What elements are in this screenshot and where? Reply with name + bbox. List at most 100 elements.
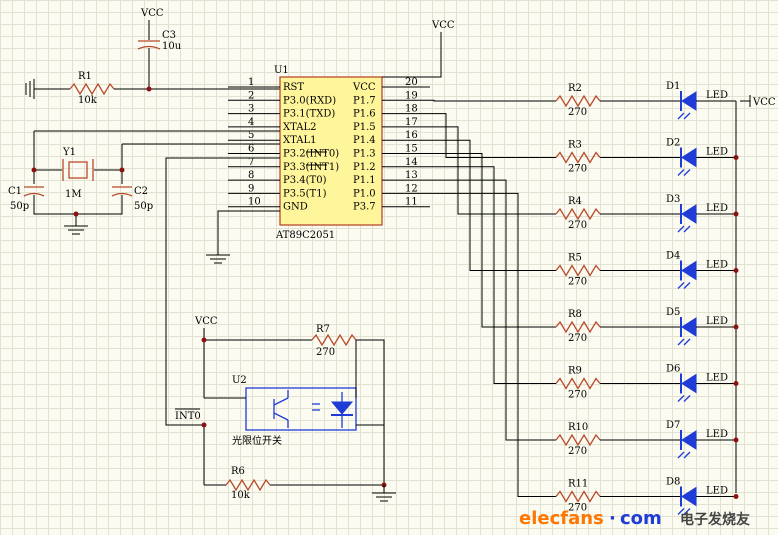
light-arrows-icon <box>312 403 320 411</box>
r1-value: 10k <box>78 95 98 106</box>
pin-number: 18 <box>405 104 418 115</box>
pin-number: 20 <box>405 77 418 88</box>
junction-dot <box>201 422 207 428</box>
pin-number: 2 <box>248 90 254 101</box>
watermark-cn: 电子发烧友 <box>680 511 750 528</box>
resistor-r2 <box>555 94 601 108</box>
junction-dot <box>119 167 125 173</box>
r6-ref: R6 <box>231 466 245 477</box>
pin-number: 15 <box>405 144 418 155</box>
chip-u1-body <box>279 76 383 226</box>
vcc-label-c3: VCC <box>140 8 164 19</box>
light-ray <box>683 508 691 515</box>
pin-name: P3.2(INT0) <box>283 149 339 160</box>
led-ref: D6 <box>666 364 680 375</box>
led-rows: R2270D1LEDR3270D2LEDR4270D3LEDR5270D4LED… <box>430 81 739 515</box>
pin-name: P1.1 <box>353 175 376 186</box>
led-ref: D7 <box>666 420 680 431</box>
pin-number: 12 <box>405 183 418 194</box>
pin-number: 11 <box>405 197 418 208</box>
pin-number: 8 <box>248 170 254 181</box>
pin-name: P1.3 <box>353 149 376 160</box>
light-ray <box>677 112 685 120</box>
light-ray <box>683 395 691 402</box>
junction-dot <box>733 211 739 217</box>
pin-name: P1.6 <box>353 109 376 120</box>
c3-ref: C3 <box>162 30 176 41</box>
led-d7-icon <box>681 430 697 450</box>
pin-number: 19 <box>405 90 418 101</box>
wire-p1 <box>430 153 556 328</box>
pin-name: P3.1(TXD) <box>283 109 335 120</box>
led-label: LED <box>706 316 728 327</box>
watermark-com: com <box>620 508 662 529</box>
junction-dot <box>733 268 739 273</box>
resistor-ref: R9 <box>568 366 582 377</box>
r7-value: 270 <box>316 347 335 358</box>
y1-ref: Y1 <box>62 147 76 158</box>
vcc-label-chip: VCC <box>431 20 455 31</box>
junction-dot <box>73 211 79 217</box>
pin-number: 16 <box>405 130 418 141</box>
light-ray <box>677 169 685 176</box>
resistor-r9 <box>555 377 601 390</box>
y1-value: 1M <box>65 189 82 200</box>
r7-ref: R7 <box>316 324 330 335</box>
led-ref: D1 <box>666 81 680 92</box>
pin-number: 9 <box>248 183 254 194</box>
led-label: LED <box>706 429 728 440</box>
led-d4-icon <box>681 260 697 281</box>
led-ref: D4 <box>666 251 680 262</box>
pin-number: 1 <box>248 77 254 88</box>
u1-ref: U1 <box>274 65 289 76</box>
junction-dot <box>733 437 739 443</box>
pin-name: P3.3(INT1) <box>283 162 339 173</box>
led-label: LED <box>706 373 728 384</box>
resistor-ref: R8 <box>568 309 582 320</box>
wire-p1 <box>430 99 556 102</box>
junction-dot <box>733 324 739 330</box>
light-ray <box>683 451 691 459</box>
junction-dot <box>733 494 739 499</box>
ir-led-icon <box>330 392 354 428</box>
light-ray <box>677 395 685 402</box>
resistor-ref: R3 <box>568 140 582 151</box>
capacitor-c3 <box>137 40 161 50</box>
wire-p1 <box>430 139 556 271</box>
wire <box>217 210 280 255</box>
watermark-site: elecfans <box>519 508 604 529</box>
light-ray <box>683 169 691 176</box>
wire-p1 <box>430 192 556 497</box>
pin-name: P3.5(T1) <box>283 188 327 199</box>
led-label: LED <box>706 260 728 271</box>
pin-name: P1.4 <box>353 135 376 146</box>
led-label: LED <box>706 90 728 101</box>
led-ref: D8 <box>666 477 680 488</box>
pin-number: 13 <box>405 170 418 181</box>
capacitor-c1 <box>23 186 45 197</box>
resistor-r6 <box>225 478 271 492</box>
vcc-label-opto: VCC <box>194 316 218 327</box>
light-ray <box>683 282 691 289</box>
resistor-r8 <box>555 320 601 334</box>
resistor-value: 270 <box>568 446 587 457</box>
led-d2-icon <box>681 147 697 168</box>
light-ray <box>677 338 685 346</box>
pin-name: P1.0 <box>353 188 376 199</box>
ground-symbol-opto <box>372 492 396 502</box>
led-label: LED <box>706 203 728 214</box>
wire-p1 <box>430 179 556 441</box>
led-ref: D3 <box>666 194 680 205</box>
junction-dot <box>733 381 739 386</box>
phototransistor-icon <box>273 390 289 428</box>
pin-number: 17 <box>405 117 418 128</box>
junction-dot <box>733 155 739 160</box>
pin-number: 4 <box>248 117 254 128</box>
wire <box>382 32 442 78</box>
u2-label: 光限位开关 <box>232 434 282 447</box>
u2-ref: U2 <box>232 375 247 386</box>
resistor-ref: R11 <box>568 479 588 490</box>
c2-ref: C2 <box>134 186 148 197</box>
